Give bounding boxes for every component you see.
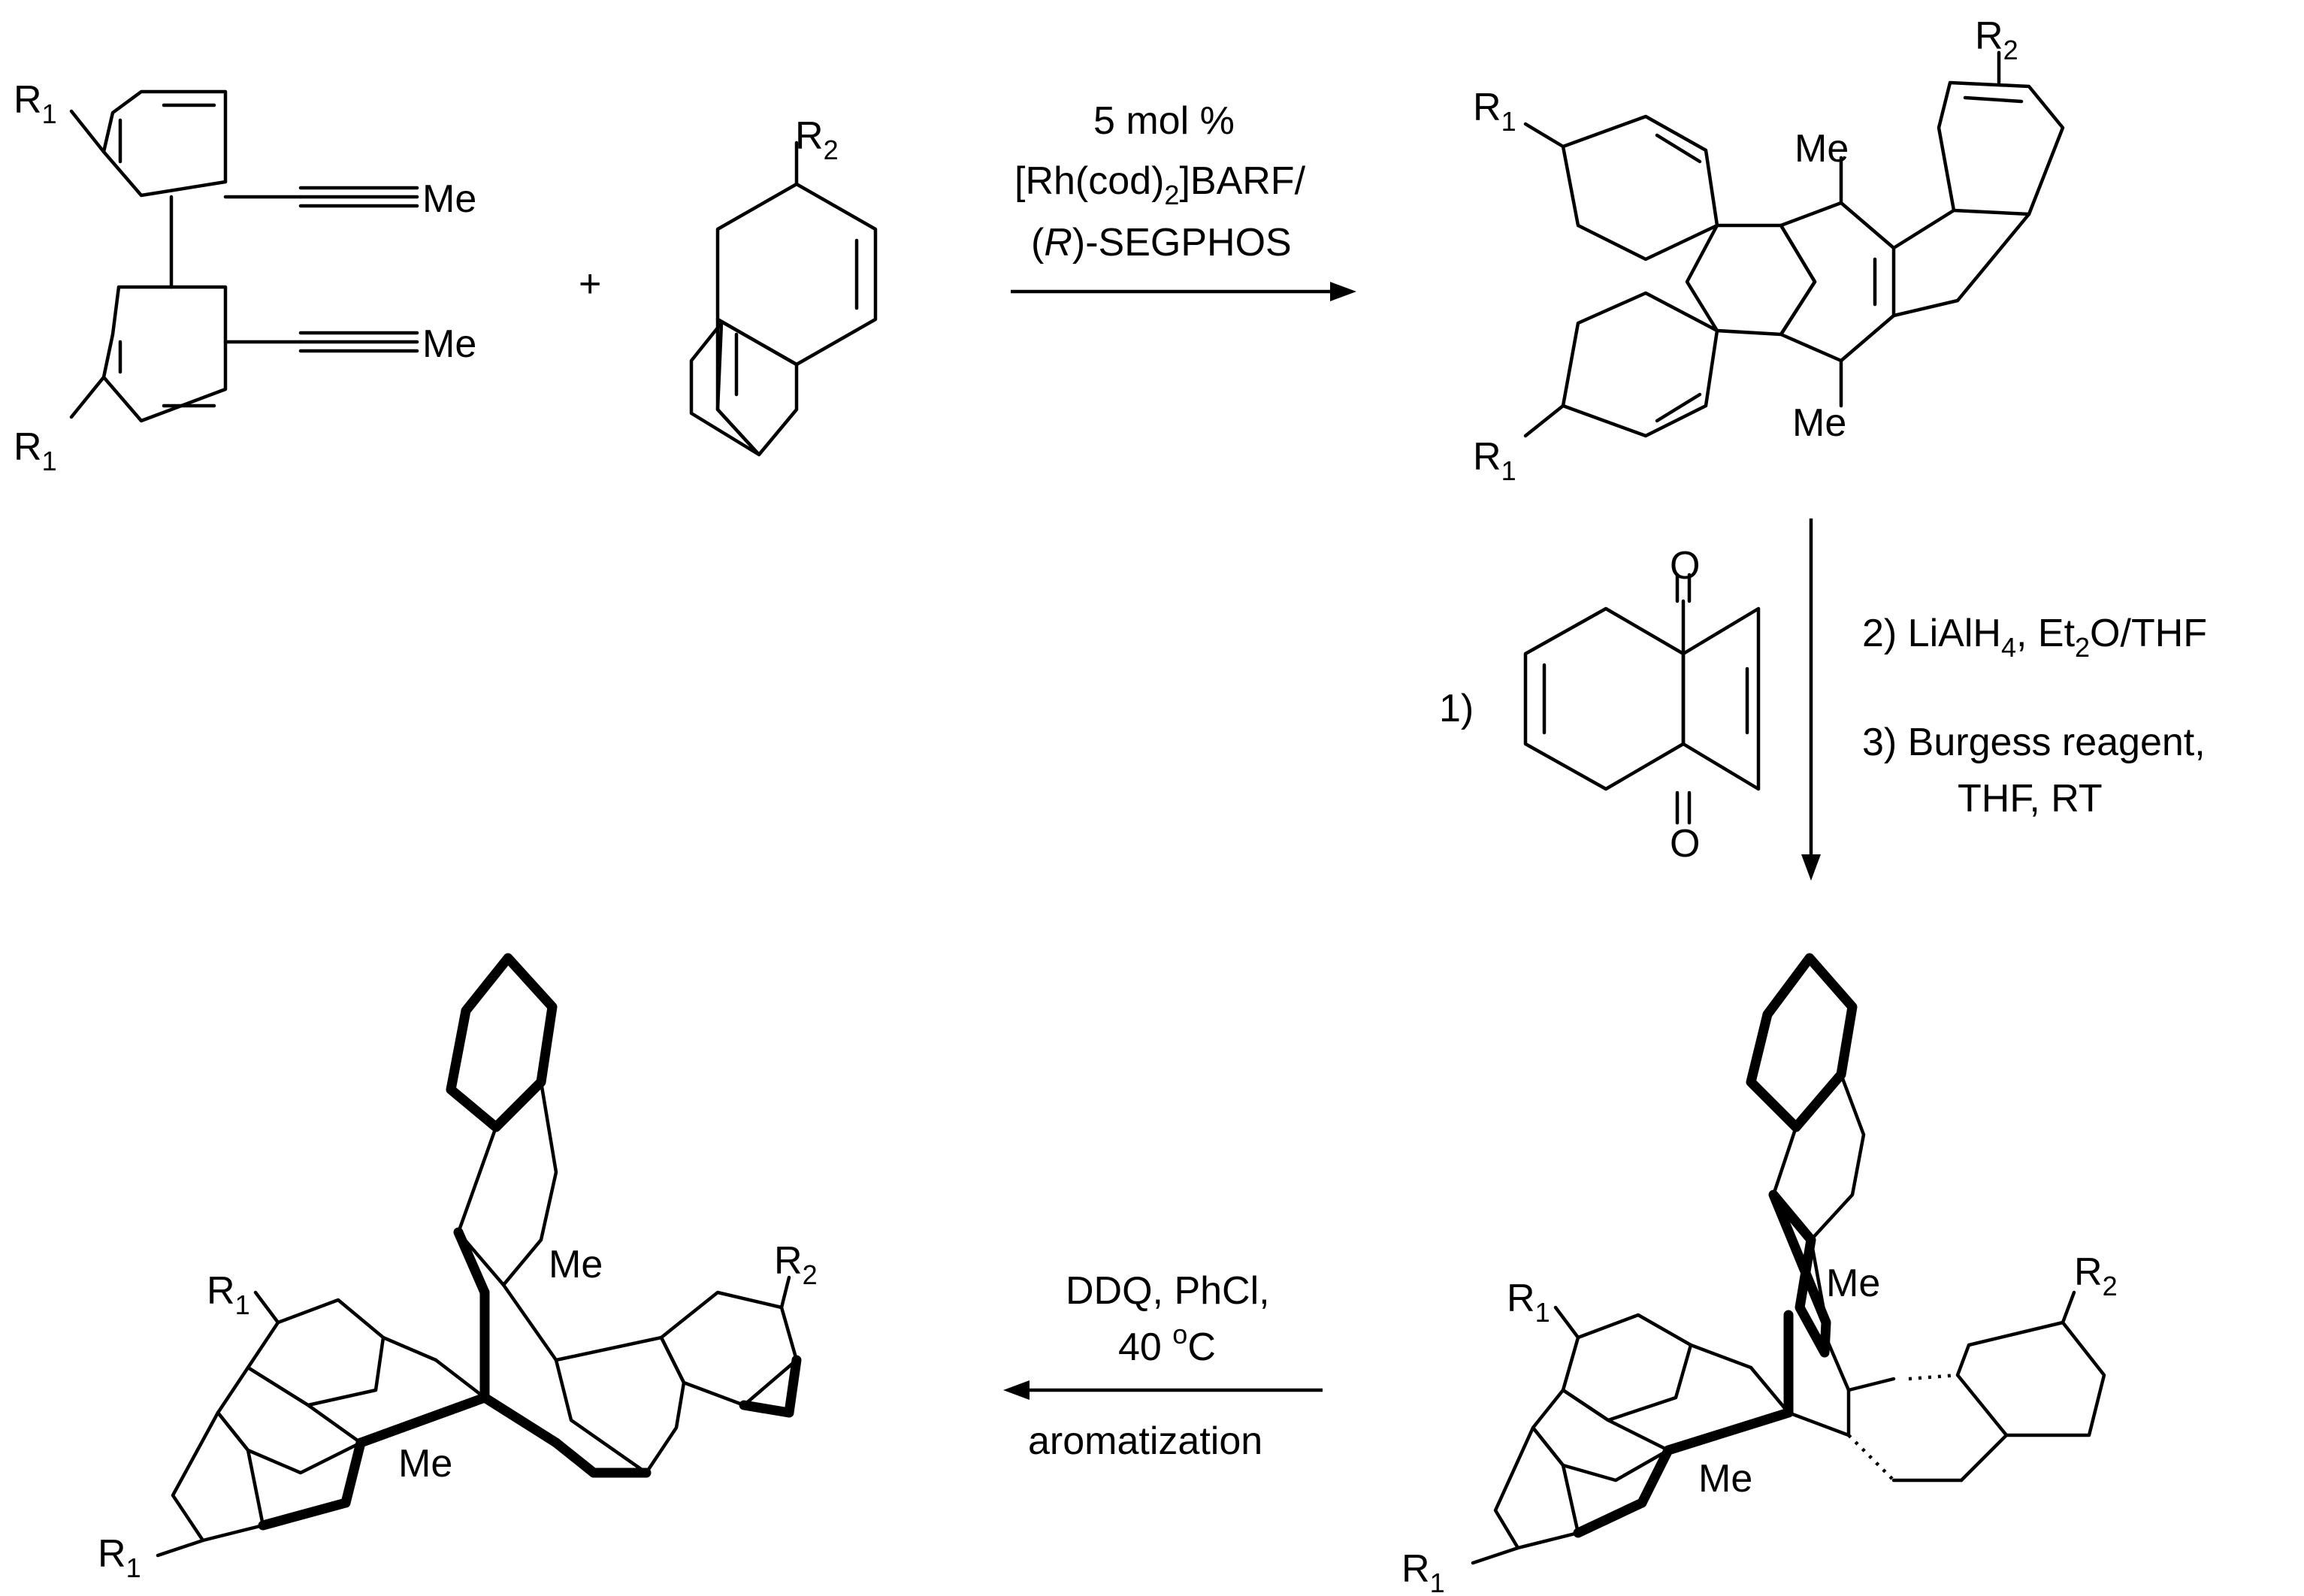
me-label: Me — [398, 1442, 452, 1486]
r2-label: R2 — [795, 114, 839, 165]
step-2-item-1: 1) — [1439, 687, 1474, 730]
plus-sign: + — [579, 262, 601, 306]
helicene-intermediate-structure — [1523, 50, 2065, 438]
step-2-item-3-line-1: 3) Burgess reagent, — [1862, 721, 2206, 764]
oxygen-label: O — [1670, 822, 1700, 866]
r1-label: R1 — [14, 78, 57, 129]
me-label: Me — [422, 177, 476, 221]
ligand-name: (R)-SEGPHOS — [1031, 221, 1292, 264]
r1-label: R1 — [1473, 86, 1516, 137]
oxygen-label: O — [1670, 544, 1700, 588]
step-3-line-1: DDQ, PhCl, — [1066, 1269, 1270, 1313]
catalyst-loading: 5 mol % — [1093, 99, 1235, 143]
r1-label: R1 — [1473, 435, 1516, 486]
diels-alder-adduct-structure — [1471, 953, 2106, 1565]
r1-label: R1 — [207, 1269, 250, 1320]
catalyst-name: [Rh(cod)2]BARF/ — [1014, 159, 1306, 210]
biaryl-diyne-structure — [69, 89, 419, 423]
me-label: Me — [1698, 1457, 1752, 1501]
naphthoquinone-structure — [1523, 573, 1761, 825]
r1-label: R1 — [14, 425, 57, 476]
r2-label: R2 — [1975, 14, 2018, 65]
me-label: Me — [1795, 127, 1849, 171]
step-2-item-3-line-2: THF, RT — [1958, 777, 2103, 821]
r1-label: R1 — [1401, 1547, 1445, 1596]
me-label: Me — [422, 322, 476, 366]
reaction-arrow-2 — [1801, 518, 1821, 881]
r1-label: R1 — [1507, 1277, 1550, 1328]
r2-label: R2 — [2074, 1250, 2118, 1301]
step-2-item-2: 2) LiAlH4, Et2O/THF — [1862, 612, 2207, 663]
me-label: Me — [1792, 401, 1846, 445]
reaction-arrow-1 — [1011, 282, 1356, 301]
r1-label: R1 — [98, 1532, 141, 1583]
step-3-line-3: aromatization — [1028, 1419, 1262, 1463]
reaction-arrow-3 — [1003, 1380, 1323, 1400]
final-aromatized-product-structure — [156, 953, 802, 1558]
step-3-line-2: 40 oC — [1118, 1319, 1216, 1369]
naphthalene-structure — [689, 141, 878, 457]
me-label: Me — [1826, 1262, 1880, 1305]
me-label: Me — [549, 1243, 603, 1286]
r2-label: R2 — [774, 1239, 818, 1290]
